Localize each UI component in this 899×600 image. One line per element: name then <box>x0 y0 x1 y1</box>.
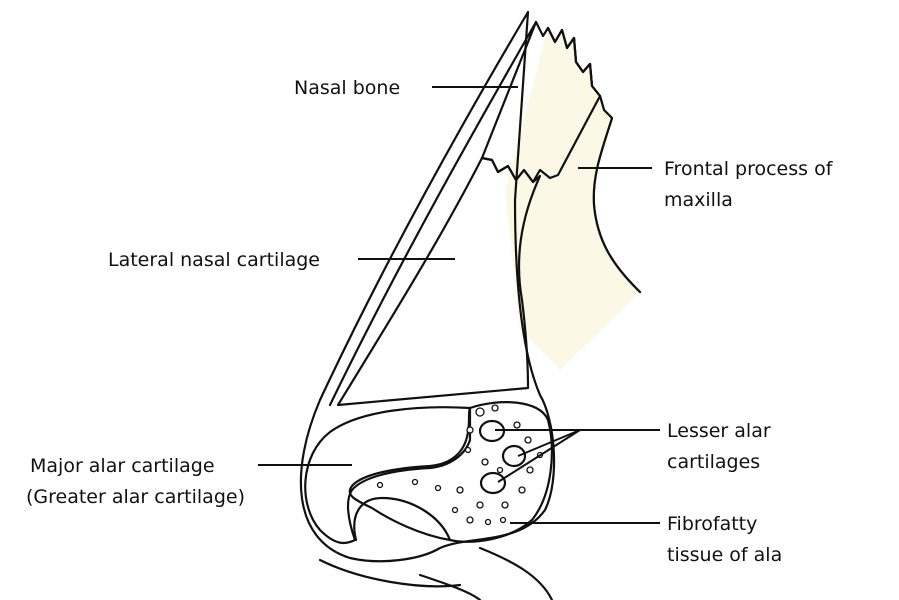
label-lesser-alar-line1: Lesser alar <box>667 420 771 442</box>
lateral-nasal-cartilage <box>336 156 542 407</box>
label-nasal-bone: Nasal bone <box>294 77 400 99</box>
lesser-alar-cartilage-3 <box>479 471 507 495</box>
lesser-alar-cartilage-2 <box>501 444 527 468</box>
label-major-alar-line2: (Greater alar cartilage) <box>26 486 245 508</box>
fibrofatty-tissue <box>348 401 553 543</box>
label-major-alar-line1: Major alar cartilage <box>30 455 215 477</box>
lip-curve <box>478 546 554 600</box>
ala-lower-curve <box>318 558 462 588</box>
label-lesser-alar-line2: cartilages <box>667 451 760 473</box>
columella-curve <box>418 573 482 600</box>
label-lateral-nasal-cartilage: Lateral nasal cartilage <box>108 249 320 271</box>
label-frontal-process-line1: Frontal process of <box>664 158 834 180</box>
frontal-process-fill <box>505 28 640 370</box>
label-frontal-process-line2: maxilla <box>664 189 733 211</box>
lesser-alar-leaders <box>495 429 660 483</box>
fat-droplets <box>376 404 544 526</box>
label-fibrofatty-line1: Fibrofatty <box>667 513 757 535</box>
nostril-curve <box>353 496 452 542</box>
nose-skin-outline <box>299 10 556 563</box>
major-alar-cartilage <box>304 406 472 545</box>
label-fibrofatty-line2: tissue of ala <box>667 544 782 566</box>
dorsum-inner-line <box>328 20 538 407</box>
